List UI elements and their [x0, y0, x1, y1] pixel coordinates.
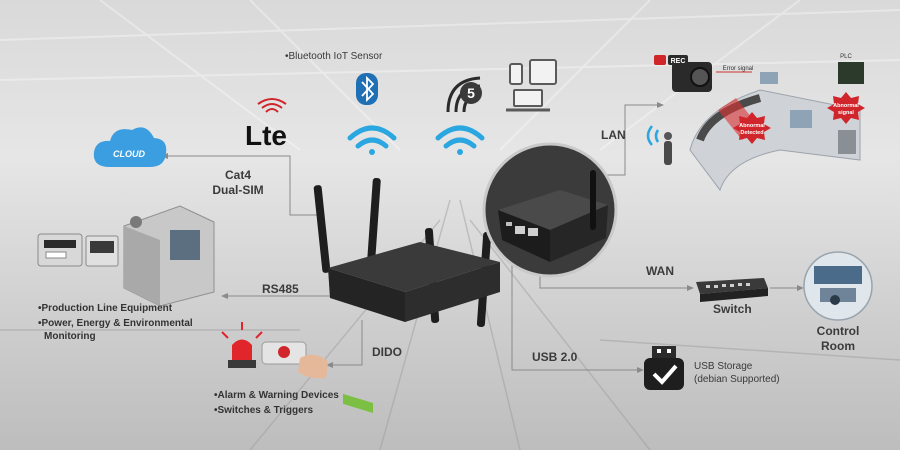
camera-icon	[654, 55, 712, 92]
line-lan	[600, 104, 660, 176]
error-signal-label: Error signal	[723, 66, 754, 72]
cloud-icon	[93, 127, 167, 167]
cat4-line-2: Dual-SIM	[212, 183, 264, 197]
mobile-devices-icon	[506, 59, 557, 112]
line-usb	[511, 240, 640, 371]
control-room-line-1: Control	[816, 324, 860, 338]
abnormal-signal-badge	[827, 92, 865, 124]
list-item: Production Line Equipment	[38, 302, 193, 315]
cat4-label: Cat4 Dual-SIM	[206, 168, 270, 198]
abnormal-detected-label-2: Detected	[740, 130, 763, 136]
alarm-light-icon	[221, 322, 263, 368]
router-device	[313, 178, 500, 414]
operator-icon	[664, 132, 672, 165]
list-item: Monitoring	[44, 331, 96, 342]
arrowheads	[161, 102, 804, 373]
terminal-block	[343, 393, 373, 414]
abnormal-signal-label-2: signal	[838, 110, 854, 116]
list-item: Switches & Triggers	[214, 404, 339, 417]
lan-label: LAN	[601, 128, 626, 142]
factory-line-scene	[689, 62, 864, 192]
lte-logo-icon	[257, 98, 287, 113]
plc-label: PLC	[840, 54, 852, 60]
usb-storage-label: USB Storage (debian Supported)	[694, 360, 780, 386]
usb-storage-line-2: (debian Supported)	[694, 374, 780, 385]
usb-storage-line-1: USB Storage	[694, 361, 753, 372]
abnormal-signal-label-1: Abnormal	[833, 103, 859, 109]
rs485-label: RS485	[262, 282, 299, 296]
bluetooth-icon	[356, 73, 378, 105]
wifi-icon-lan	[646, 125, 660, 146]
alarm-list: Alarm & Warning Devices Switches & Trigg…	[214, 389, 339, 417]
bluetooth-sensor-label: Bluetooth IoT Sensor	[285, 50, 383, 63]
usb-storage-icon	[644, 346, 684, 390]
network-switch-icon	[696, 278, 768, 302]
abnormal-detected-label-1: Abnormal	[739, 123, 765, 129]
usb-label: USB 2.0	[532, 350, 578, 364]
abnormal-detected-badge	[733, 112, 771, 144]
list-item: Alarm & Warning Devices	[214, 389, 339, 402]
control-room-line-2: Room	[821, 339, 855, 353]
list-item: Power, Energy & Environmental	[38, 317, 193, 330]
wifi-icon-left	[347, 125, 397, 155]
control-room-icon	[803, 251, 873, 321]
router-closeup	[482, 142, 618, 278]
production-list: Production Line Equipment Power, Energy …	[38, 302, 193, 343]
line-cellular	[165, 155, 320, 216]
switch-label: Switch	[713, 302, 752, 316]
line-dido	[330, 320, 363, 366]
push-switch-icon	[261, 341, 328, 379]
cloud-label: CLOUD	[113, 149, 145, 159]
gas-meter-icon	[37, 233, 83, 267]
rec-label: REC	[671, 58, 686, 65]
wifi-icon-right	[435, 125, 485, 155]
5g-icon	[446, 76, 482, 113]
power-meter-icon	[85, 235, 119, 267]
wan-label: WAN	[646, 264, 674, 278]
lte-logo-text: Lte	[245, 120, 287, 151]
5g-label: 5	[467, 85, 475, 101]
cat4-line-1: Cat4	[224, 168, 251, 182]
cnc-machine-icon	[123, 205, 215, 307]
control-room-label: Control Room	[808, 324, 868, 354]
dido-label: DIDO	[372, 345, 402, 359]
rec-badge	[668, 55, 688, 65]
